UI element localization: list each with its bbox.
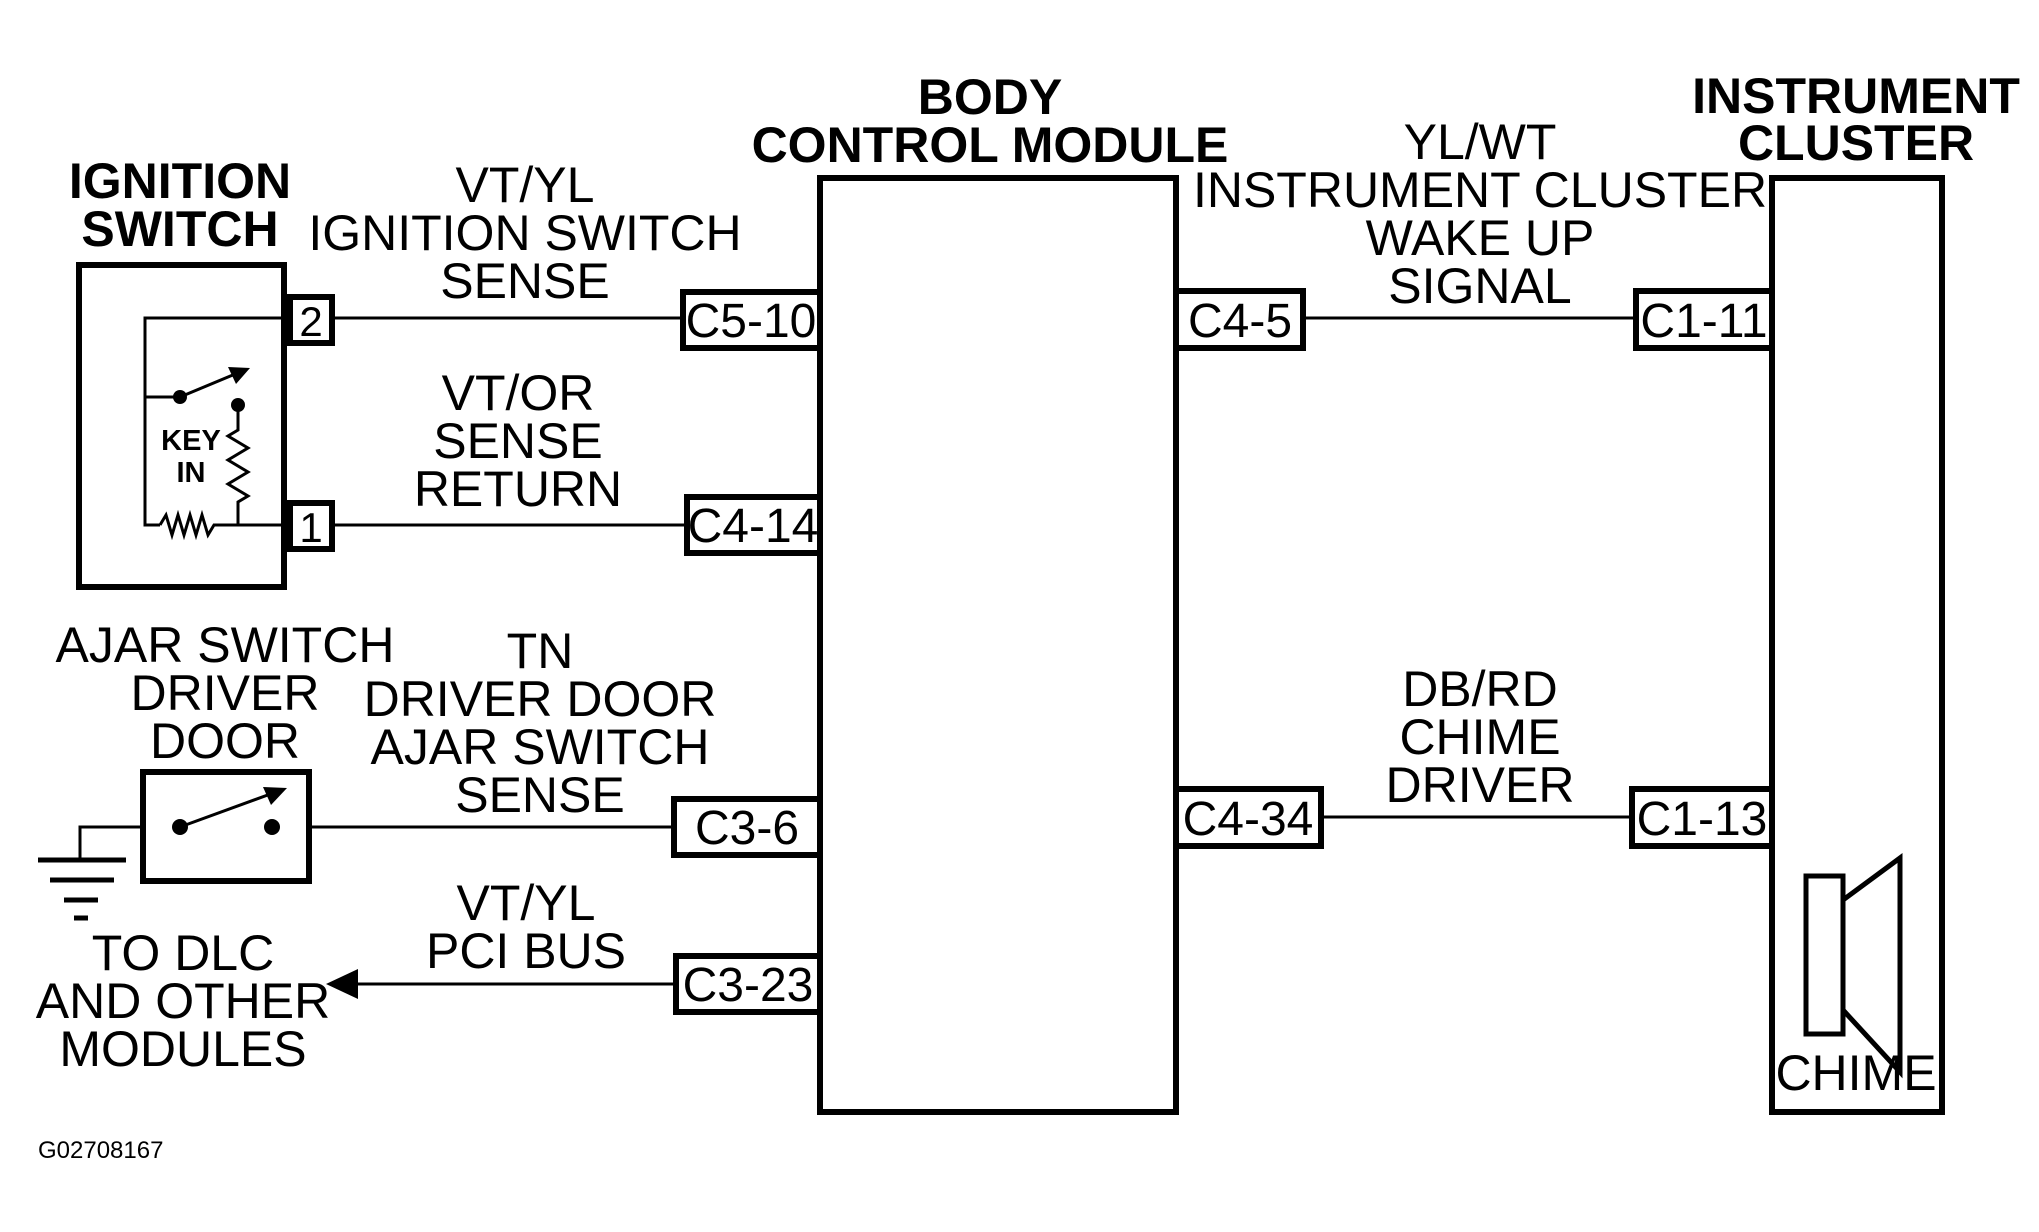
wire-chime-name-1: CHIME [1399, 709, 1560, 765]
instrument-cluster-box [1769, 175, 1945, 1115]
ignition-pin-1: 1 [299, 504, 322, 551]
connector-c1-11: C1-11 [1640, 295, 1767, 348]
wire-pci-bus-color: VT/YL [457, 875, 596, 931]
ajar-switch-label-3: DOOR [150, 713, 300, 769]
connector-c5-10-box [680, 289, 823, 351]
instrument-cluster-title-1: INSTRUMENT [1692, 68, 2020, 124]
ignition-pin-2-box [287, 294, 335, 346]
connector-c3-23-box [673, 953, 823, 1015]
connector-c4-5: C4-5 [1188, 295, 1292, 348]
wire-wake-up-name-3: SIGNAL [1388, 258, 1571, 314]
arrow-left-icon [326, 969, 358, 999]
ignition-switch-box [76, 262, 287, 590]
instrument-cluster-title-2: CLUSTER [1738, 115, 1974, 171]
chime-label: CHIME [1775, 1045, 1936, 1101]
wire-chime-name-2: DRIVER [1386, 757, 1575, 813]
wire-sense-return-name-2: RETURN [414, 461, 622, 517]
ajar-switch-label-2: DRIVER [131, 665, 320, 721]
wire-sense-return-name-1: SENSE [433, 413, 603, 469]
key-in-label-1: KEY [161, 425, 221, 457]
dlc-label-2: AND OTHER [36, 973, 330, 1029]
door-switch-icon [172, 787, 287, 835]
wire-ign-sense-name-1: IGNITION SWITCH [308, 205, 741, 261]
wire-wake-up-signal: C4-5 C1-11 YL/WT INSTRUMENT CLUSTER WAKE… [1173, 114, 1775, 351]
wire-wake-up-name-1: INSTRUMENT CLUSTER [1193, 162, 1767, 218]
connector-c5-10: C5-10 [686, 295, 817, 348]
ignition-switch-title-1: IGNITION [69, 153, 291, 209]
wire-ign-sense-color: VT/YL [456, 157, 595, 213]
connector-c3-6-box [671, 796, 823, 858]
connector-c1-11-box [1633, 288, 1775, 351]
wire-wake-up-name-2: WAKE UP [1366, 210, 1595, 266]
key-in-label-2: IN [177, 457, 206, 489]
dlc-label-3: MODULES [59, 1021, 306, 1077]
ajar-switch-label-1: AJAR SWITCH [56, 617, 395, 673]
connector-c1-13: C1-13 [1637, 793, 1768, 846]
wire-pci-bus-name: PCI BUS [426, 923, 626, 979]
connector-c3-6: C3-6 [695, 802, 799, 855]
body-control-module: BODY CONTROL MODULE [752, 69, 1229, 1115]
wire-wake-up-color: YL/WT [1404, 114, 1557, 170]
wire-chime-driver: C4-34 C1-13 DB/RD CHIME DRIVER [1173, 661, 1775, 849]
key-in-switch-icon: KEY IN [143, 316, 290, 541]
wire-door-ajar-name-2: AJAR SWITCH [371, 719, 710, 775]
wire-ignition-switch-sense: VT/YL IGNITION SWITCH SENSE C5-10 [308, 157, 823, 351]
wire-door-ajar-color: TN [507, 623, 574, 679]
ignition-switch-title-2: SWITCH [81, 201, 278, 257]
connector-c4-14-box [684, 494, 823, 556]
ajar-switch: AJAR SWITCH DRIVER DOOR [38, 617, 395, 921]
wire-door-ajar-name-1: DRIVER DOOR [364, 671, 717, 727]
connector-c3-23: C3-23 [683, 959, 814, 1012]
figure-id: G02708167 [38, 1137, 163, 1164]
connector-c4-14: C4-14 [688, 500, 819, 553]
bcm-title-2: CONTROL MODULE [752, 117, 1229, 173]
ground-icon [38, 825, 143, 921]
wire-chime-color: DB/RD [1402, 661, 1558, 717]
ignition-pin-2: 2 [299, 298, 322, 345]
dlc-label-1: TO DLC [92, 925, 274, 981]
connector-c4-34: C4-34 [1183, 793, 1314, 846]
connector-c1-13-box [1629, 786, 1775, 849]
wire-ign-sense-name-2: SENSE [440, 253, 610, 309]
wire-pci-bus: VT/YL PCI BUS C3-23 TO DLC AND OTHER MOD… [36, 875, 823, 1077]
bcm-box [817, 175, 1179, 1115]
ignition-switch: IGNITION SWITCH 2 1 KEY IN [69, 153, 335, 590]
wire-door-ajar-name-3: SENSE [455, 767, 625, 823]
chime-speaker-icon [1803, 853, 1903, 1079]
instrument-cluster: INSTRUMENT CLUSTER CHIME [1692, 68, 2020, 1115]
wire-door-ajar-sense: TN DRIVER DOOR AJAR SWITCH SENSE C3-6 [309, 623, 823, 858]
wire-sense-return-color: VT/OR [442, 365, 595, 421]
bcm-title-1: BODY [918, 69, 1062, 125]
wire-sense-return: VT/OR SENSE RETURN C4-14 [332, 365, 823, 556]
